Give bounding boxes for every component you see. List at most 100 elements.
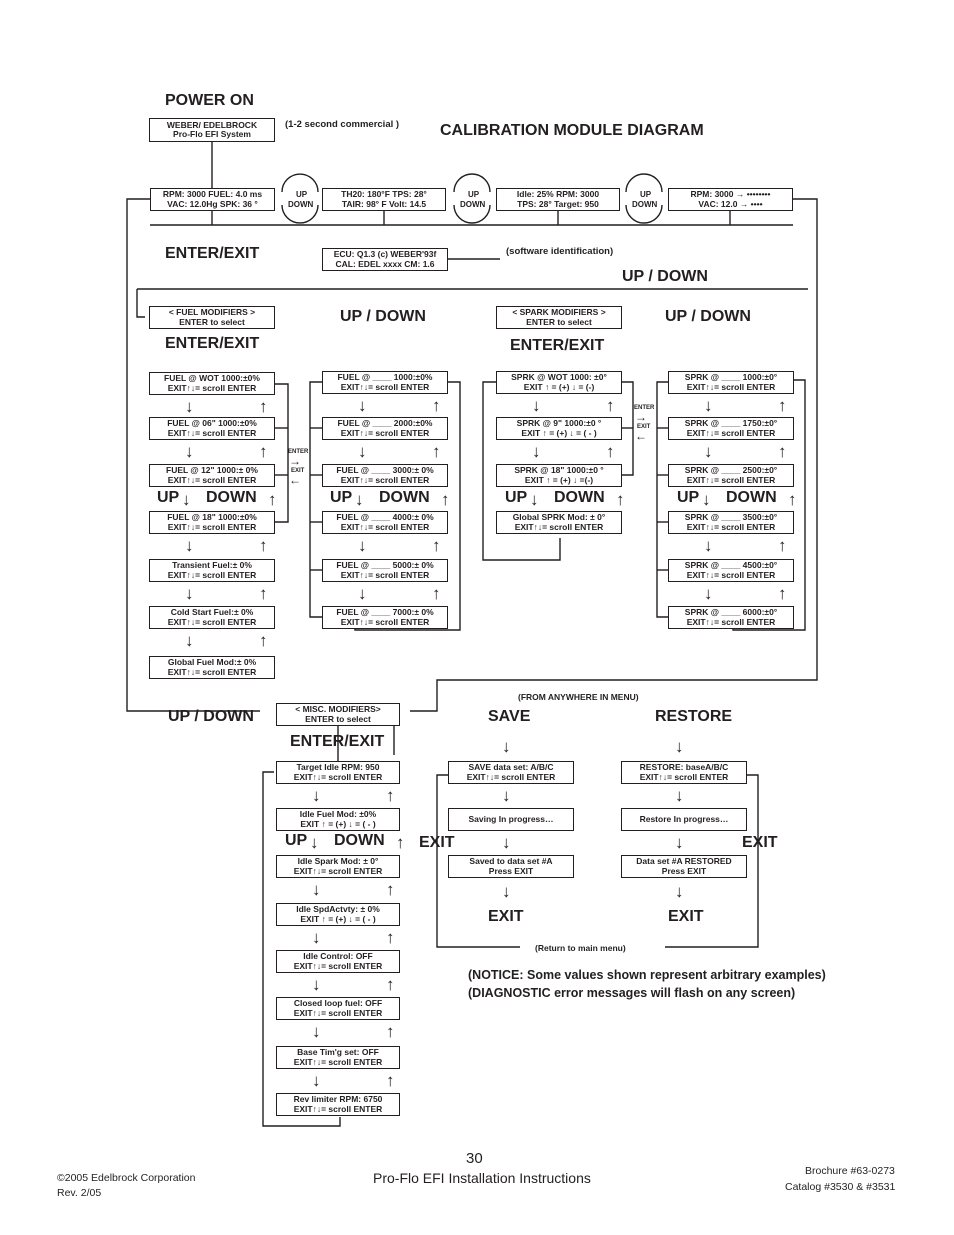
fuelA-item: Transient Fuel:± 0%EXIT↑↓= scroll ENTER: [149, 559, 275, 582]
box-line: Press EXIT: [488, 865, 534, 876]
arrow-up-icon: ↑: [778, 536, 787, 555]
arrow-up-icon: ↑: [606, 442, 615, 461]
exit-label: EXIT: [742, 834, 778, 851]
page-number: 30: [466, 1150, 483, 1167]
box-line: Idle Fuel Mod: ±0%: [299, 809, 377, 819]
box-line: EXIT↑↓= scroll ENTER: [167, 521, 257, 532]
sparkB-item: SPRK @ ____ 4500:±0°EXIT↑↓= scroll ENTER: [668, 559, 794, 582]
arrow-down-icon: ↓: [675, 737, 684, 756]
sparkA-item: SPRK @ 18" 1000:±0 °EXIT ↑ = (+) ↓ =(-): [496, 464, 622, 487]
box-line: SPRK @ ____ 4500:±0°: [684, 560, 778, 570]
box-line: Restore In progress…: [639, 813, 729, 824]
up-down-label: UP / DOWN: [340, 308, 426, 325]
arrow-up-icon: ↑: [396, 833, 405, 852]
arrow-up-icon: ↑: [432, 584, 441, 603]
arrow-down-icon: ↓: [358, 584, 367, 603]
arrow-up-icon: ↑: [386, 786, 395, 805]
box-line: SPRK @ ____ 2500:±0°: [684, 465, 778, 475]
box-line: TH20: 180°F TPS: 28°: [341, 189, 427, 199]
box-line: EXIT↑↓= scroll ENTER: [293, 960, 383, 971]
box-line: Global Fuel Mod:± 0%: [167, 657, 257, 667]
up-circle-label: UP: [468, 190, 480, 199]
arrow-up-icon: ↑: [386, 1071, 395, 1090]
down-label: DOWN: [554, 489, 605, 506]
box-line: EXIT↑↓= scroll ENTER: [686, 616, 776, 627]
restore-item: Restore In progress…: [621, 808, 747, 831]
box-line: Idle Control: OFF: [303, 951, 373, 961]
box-line: Rev limiter RPM: 6750: [293, 1094, 383, 1104]
box-line: < SPARK MODIFIERS >: [512, 307, 606, 317]
misc-item: Idle SpdActvty: ± 0%EXIT ↑ = (+) ↓ = ( -…: [276, 903, 400, 926]
box-line: EXIT↑↓= scroll ENTER: [686, 521, 776, 532]
misc-item: Idle Fuel Mod: ±0%EXIT ↑ = (+) ↓ = ( - ): [276, 808, 400, 831]
arrow-up-icon: ↑: [386, 928, 395, 947]
box-line: RPM: 3000 FUEL: 4.0 ms: [162, 189, 263, 199]
box-line: < MISC. MODIFIERS>: [295, 704, 381, 714]
arrow-down-icon: ↓: [502, 833, 511, 852]
box-line: Saved to data set #A: [469, 856, 553, 866]
from-anywhere-note: (FROM ANYWHERE IN MENU): [518, 692, 639, 702]
down-circle-label: DOWN: [460, 200, 486, 209]
down-label: DOWN: [206, 489, 257, 506]
box-line: EXIT↑↓= scroll ENTER: [293, 771, 383, 782]
enter-small-label: ENTER: [288, 449, 309, 455]
fuelA-item: FUEL @ WOT 1000:±0%EXIT↑↓= scroll ENTER: [149, 372, 275, 395]
box-line: Transient Fuel:± 0%: [172, 560, 252, 570]
arrow-down-icon: ↓: [358, 442, 367, 461]
software-note: (software identification): [506, 246, 614, 257]
box-line: Base Tim'g set: OFF: [297, 1047, 379, 1057]
down-circle-label: DOWN: [288, 200, 314, 209]
box-line: EXIT↑↓= scroll ENTER: [340, 474, 430, 485]
sparkB-item: SPRK @ ____ 6000:±0°EXIT↑↓= scroll ENTER: [668, 606, 794, 629]
sparkB-item: SPRK @ ____ 1000:±0°EXIT↑↓= scroll ENTER: [668, 371, 794, 394]
arrow-up-icon: ↑: [259, 442, 268, 461]
box-line: SPRK @ ____ 1750:±0°: [684, 418, 778, 428]
sparkA-item: SPRK @ 9" 1000:±0 °EXIT ↑ = (+) ↓ = ( - …: [496, 417, 622, 440]
box-line: SPRK @ ____ 6000:±0°: [684, 607, 778, 617]
box-line: EXIT↑↓= scroll ENTER: [167, 569, 257, 580]
exit-label: EXIT: [668, 908, 704, 925]
box-line: ECU: Q1.3 (c) WEBER'93f: [333, 249, 437, 259]
fuelA-item: Cold Start Fuel:± 0%EXIT↑↓= scroll ENTER: [149, 606, 275, 629]
enter-small-label: ENTER: [634, 405, 655, 411]
fuelA-item: Global Fuel Mod:± 0%EXIT↑↓= scroll ENTER: [149, 656, 275, 679]
fuelA-item: FUEL @ 06" 1000:±0%EXIT↑↓= scroll ENTER: [149, 417, 275, 440]
return-main-note: (Return to main menu): [535, 943, 626, 953]
exit-small-label: EXIT: [291, 468, 305, 474]
arrow-up-icon: ↑: [259, 397, 268, 416]
box-line: Saving In progress…: [468, 813, 554, 824]
box-line: EXIT ↑ = (+) ↓ = ( - ): [300, 818, 376, 829]
arrow-down-icon: ↓: [185, 397, 194, 416]
arrow-down-icon: ↓: [675, 882, 684, 901]
box-line: EXIT↑↓= scroll ENTER: [167, 616, 257, 627]
arrow-down-icon: ↓: [312, 786, 321, 805]
arrow-up-icon: ↑: [259, 584, 268, 603]
sparkA-item: SPRK @ WOT 1000: ±0°EXIT ↑ = (+) ↓ = (-): [496, 371, 622, 394]
main-display-4: RPM: 3000 → ••••••••VAC: 12.0 → ••••: [668, 188, 793, 211]
exit-label: EXIT: [488, 908, 524, 925]
box-line: EXIT ↑ = (+) ↓ = ( - ): [521, 427, 597, 438]
down-label: DOWN: [379, 489, 430, 506]
box-line: EXIT↑↓= scroll ENTER: [293, 1103, 383, 1114]
box-line: Press EXIT: [661, 865, 707, 876]
arrow-right-icon: →: [289, 454, 301, 468]
arrow-up-icon: ↑: [441, 490, 450, 509]
up-label: UP: [330, 489, 353, 506]
fuelB-item: FUEL @ ____ 4000:± 0%EXIT↑↓= scroll ENTE…: [322, 511, 448, 534]
save-heading: SAVE: [488, 708, 531, 725]
box-line: FUEL @ 18" 1000:±0%: [167, 512, 257, 522]
box-line: SPRK @ 18" 1000:±0 °: [514, 465, 604, 475]
box-line: EXIT↑↓= scroll ENTER: [639, 771, 729, 782]
box-line: FUEL @ ____ 7000:± 0%: [336, 607, 434, 617]
box-line: EXIT↑↓= scroll ENTER: [167, 427, 257, 438]
box-line: SPRK @ ____ 1000:±0°: [684, 372, 778, 382]
up-down-label: UP / DOWN: [665, 308, 751, 325]
arrow-up-icon: ↑: [788, 490, 797, 509]
